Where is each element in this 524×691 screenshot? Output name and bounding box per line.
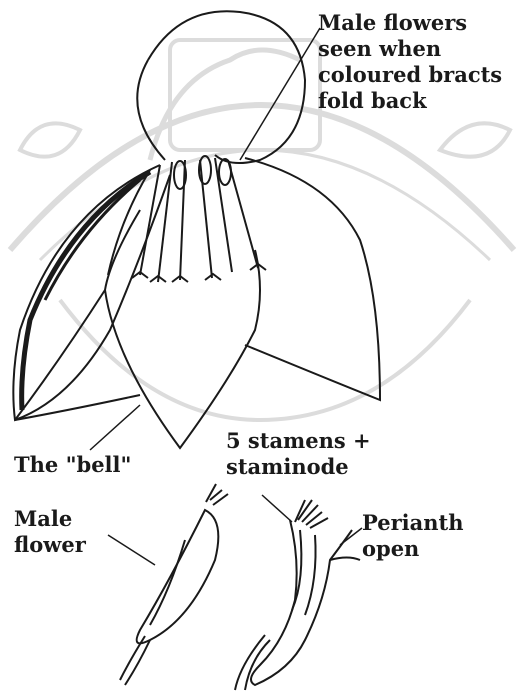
label-line: coloured bracts [318,62,502,88]
label-male-flower: Male flower [14,506,86,558]
label-line: Male flowers [318,10,502,36]
male-flower-drawing [120,484,228,685]
label-line: fold back [318,88,502,114]
leader-male-flower [108,535,155,565]
leader-stamens [262,495,292,522]
label-line: flower [14,532,86,558]
label-bell: The "bell" [14,452,131,478]
label-male-flowers-bracts: Male flowers seen when coloured bracts f… [318,10,502,114]
label-line: 5 stamens + [226,428,371,454]
label-perianth: Perianth open [362,510,463,562]
label-line: staminode [226,454,371,480]
leader-bell [90,405,140,450]
label-stamens: 5 stamens + staminode [226,428,371,480]
label-line: Perianth [362,510,463,536]
leader-male-bracts [240,28,320,160]
perianth-drawing [235,500,360,690]
label-line: open [362,536,463,562]
label-line: seen when [318,36,502,62]
label-line: Male [14,506,86,532]
